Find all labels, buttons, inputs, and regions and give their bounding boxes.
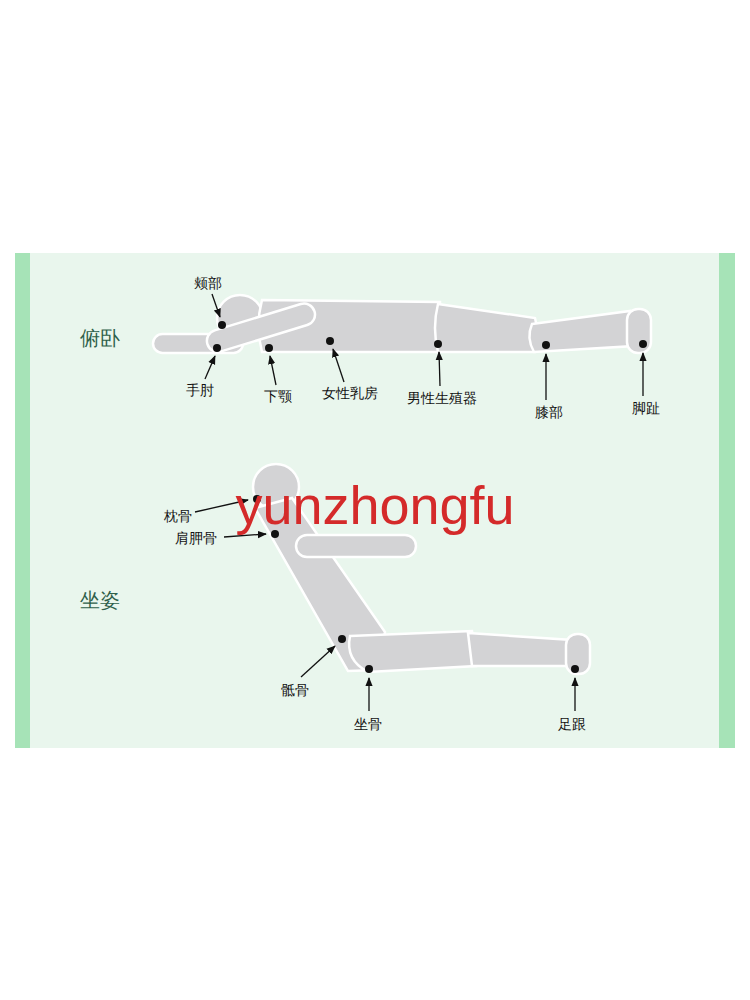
part-label: 女性乳房 [322, 385, 378, 402]
part-label: 膝部 [535, 404, 563, 421]
pressure-dots [213, 321, 647, 673]
part-label: 男性生殖器 [407, 390, 477, 407]
part-label: 足跟 [558, 716, 586, 733]
part-label: 脚趾 [632, 400, 660, 417]
side-bar [719, 253, 735, 748]
leader-lines [195, 294, 643, 711]
part-label: 手肘 [186, 382, 214, 399]
watermark: yunzhongfu [235, 473, 514, 538]
side-bar [15, 253, 30, 748]
part-label: 骶骨 [281, 682, 309, 699]
panel [15, 253, 735, 748]
part-label: 下颚 [264, 388, 292, 405]
part-label: 枕骨 [164, 508, 192, 525]
part-label: 颊部 [194, 275, 222, 292]
section-title: 俯卧 [80, 326, 120, 350]
part-label: 坐骨 [354, 716, 382, 733]
section-title: 坐姿 [80, 588, 120, 612]
prone-figure [153, 295, 651, 355]
part-label: 肩胛骨 [175, 530, 217, 547]
